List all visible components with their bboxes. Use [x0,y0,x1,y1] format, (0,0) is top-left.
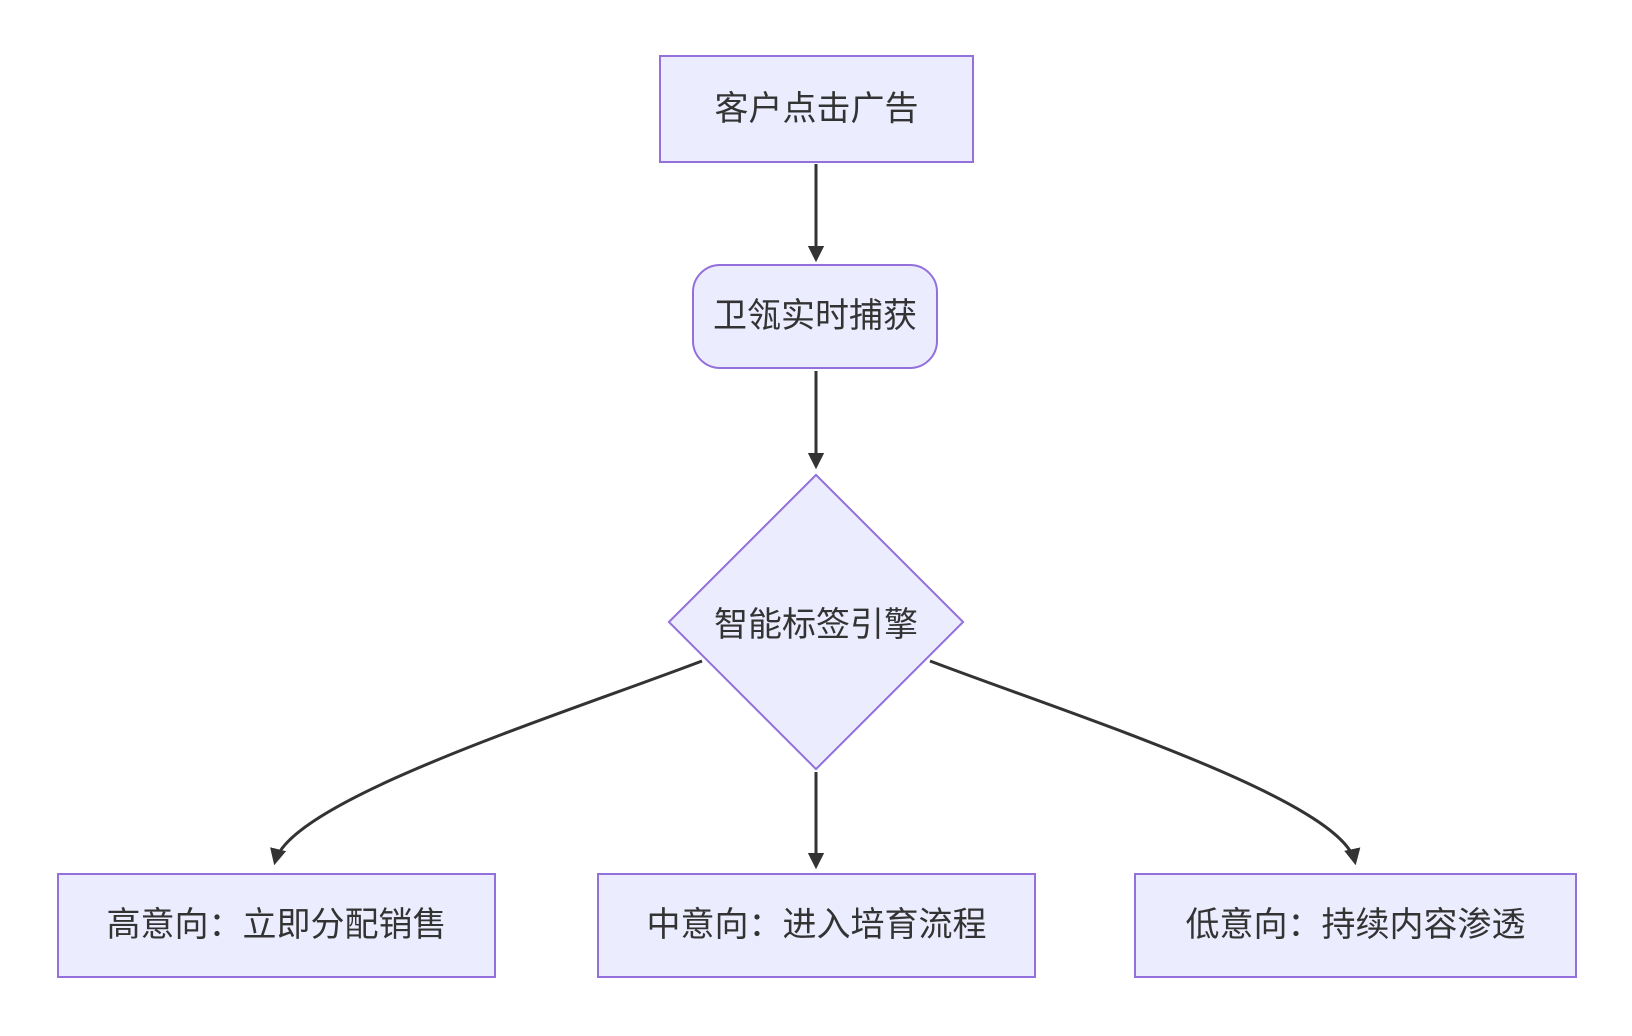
node-label: 客户点击广告 [714,89,919,128]
node-low-intent-content-penetration: 低意向：持续内容渗透 [1134,873,1577,978]
node-weiling-realtime-capture: 卫瓴实时捕获 [692,264,938,369]
node-label: 低意向：持续内容渗透 [1185,906,1526,945]
edge-engine-to-low [929,659,1361,866]
node-label: 卫瓴实时捕获 [713,297,917,336]
node-mid-intent-nurture-flow: 中意向：进入培育流程 [597,873,1036,978]
node-customer-click-ad: 客户点击广告 [659,55,974,163]
node-label: 中意向：进入培育流程 [646,906,987,945]
edge-engine-to-high [270,659,703,866]
node-high-intent-assign-sales: 高意向：立即分配销售 [57,873,496,978]
node-label: 高意向：立即分配销售 [106,906,447,945]
